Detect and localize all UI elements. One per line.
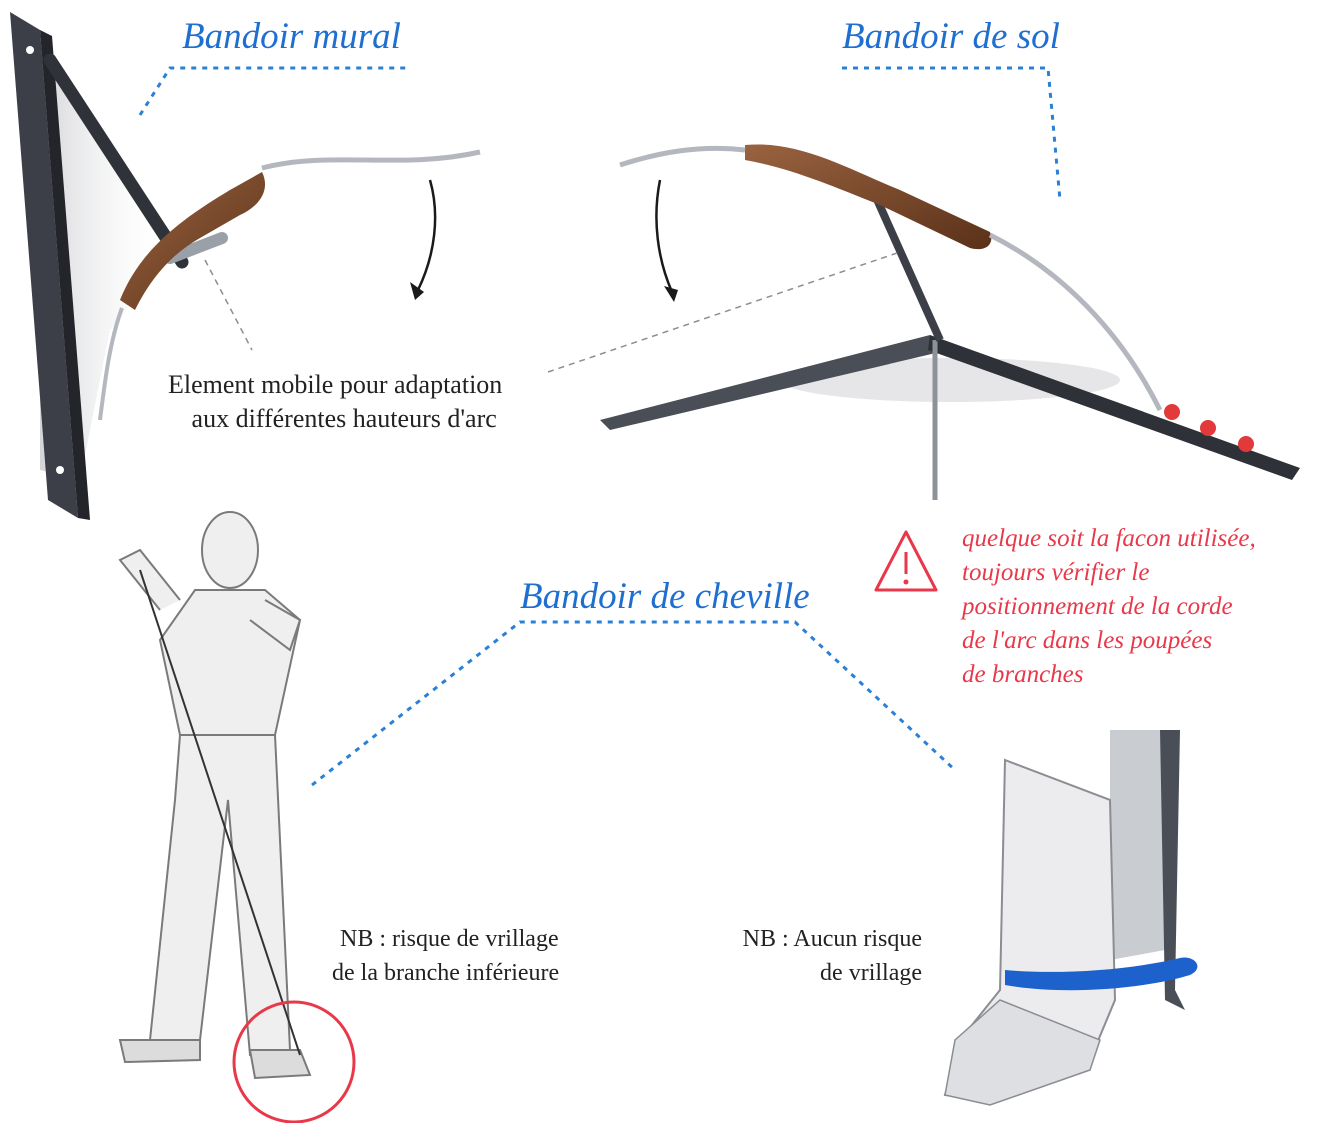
note-aucun-risque-line-2: de vrillage bbox=[738, 956, 922, 990]
note-aucun-risque: NB : Aucun risque de vrillage bbox=[738, 922, 922, 990]
warning-line-3: positionnement de la corde bbox=[962, 590, 1256, 624]
note-risque-vrillage-line-1: NB : risque de vrillage bbox=[332, 922, 559, 956]
ankle-illustration bbox=[945, 730, 1197, 1105]
note-risque-vrillage-line-2: de la branche inférieure bbox=[332, 956, 559, 990]
floor-stringer bbox=[600, 144, 1300, 500]
archer-figure bbox=[120, 512, 310, 1078]
warning-triangle-icon bbox=[876, 532, 936, 590]
callout-element-mobile-line-2: aux différentes hauteurs d'arc bbox=[168, 402, 502, 436]
warning-text: quelque soit la facon utilisée, toujours… bbox=[962, 522, 1256, 692]
note-risque-vrillage: NB : risque de vrillage de la branche in… bbox=[332, 922, 559, 990]
title-bandoir-de-cheville: Bandoir de cheville bbox=[520, 578, 810, 615]
warning-line-1: quelque soit la facon utilisée, bbox=[962, 522, 1256, 556]
warning-line-4: de l'arc dans les poupées bbox=[962, 624, 1256, 658]
callout-element-mobile-line-1: Element mobile pour adaptation bbox=[168, 368, 502, 402]
title-bandoir-mural: Bandoir mural bbox=[182, 18, 401, 55]
warning-line-2: toujours vérifier le bbox=[962, 556, 1256, 590]
wall-stringer bbox=[10, 12, 480, 520]
callout-element-mobile: Element mobile pour adaptation aux diffé… bbox=[168, 368, 502, 436]
note-aucun-risque-line-1: NB : Aucun risque bbox=[738, 922, 922, 956]
title-bandoir-de-sol: Bandoir de sol bbox=[842, 18, 1060, 55]
warning-line-5: de branches bbox=[962, 658, 1256, 692]
leader-lines-gray bbox=[205, 252, 900, 372]
